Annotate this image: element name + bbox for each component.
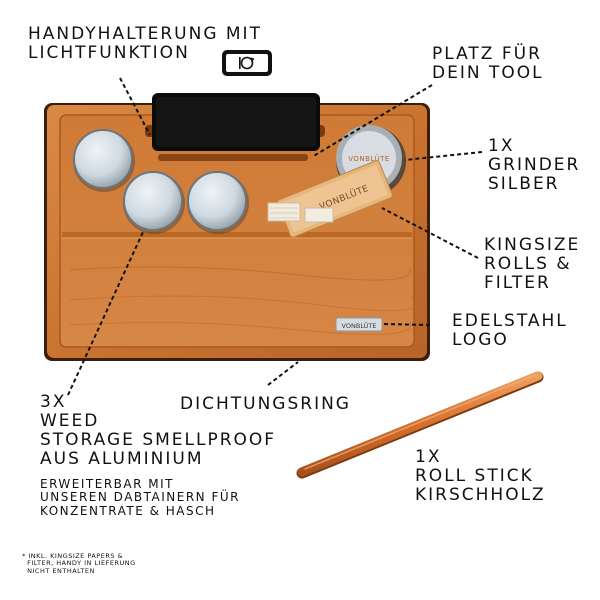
leader-grinder <box>404 151 483 161</box>
grinder-brand: VONBLÜTE <box>348 154 390 163</box>
leader-phone <box>119 77 151 136</box>
leader-seal <box>267 361 299 386</box>
leader-storage <box>67 231 144 396</box>
storage-jar <box>123 171 185 234</box>
leader-logo <box>383 323 431 326</box>
storage-jar <box>187 171 249 234</box>
storage-jar <box>73 129 135 192</box>
leader-lines <box>67 77 483 396</box>
label-seal: DICHTUNGSRING <box>180 394 351 414</box>
filter-tips <box>267 202 334 223</box>
roll-stick <box>296 371 544 479</box>
footnote: * INKL. KINGSIZE PAPERS & FILTER, HANDY … <box>22 552 136 575</box>
label-roll-stick: 1X ROLL STICK KIRSCHHOLZ <box>415 447 546 506</box>
label-tool-slot: PLATZ FÜR DEIN TOOL <box>432 44 544 84</box>
steel-logo-plate: VONBLÜTE <box>335 317 383 332</box>
label-rolls-filter: KINGSIZE ROLLS & FILTER <box>484 235 581 294</box>
smartphone <box>152 93 320 151</box>
label-steel-logo: EDELSTAHL LOGO <box>452 311 568 351</box>
label-storage-note: ERWEITERBAR MIT UNSEREN DABTAINERN FÜR K… <box>40 477 240 518</box>
rolling-tray <box>44 103 430 361</box>
phone-rotate-icon <box>222 50 272 76</box>
plate-brand: VONBLÜTE <box>342 321 377 330</box>
leader-tool <box>311 84 433 158</box>
label-phone-holder: HANDYHALTERUNG MIT LICHTFUNKTION <box>28 24 262 64</box>
label-storage: 3X WEED STORAGE SMELLPROOF AUS ALUMINIUM <box>40 392 277 470</box>
label-grinder: 1X GRINDER SILBER <box>488 136 581 195</box>
